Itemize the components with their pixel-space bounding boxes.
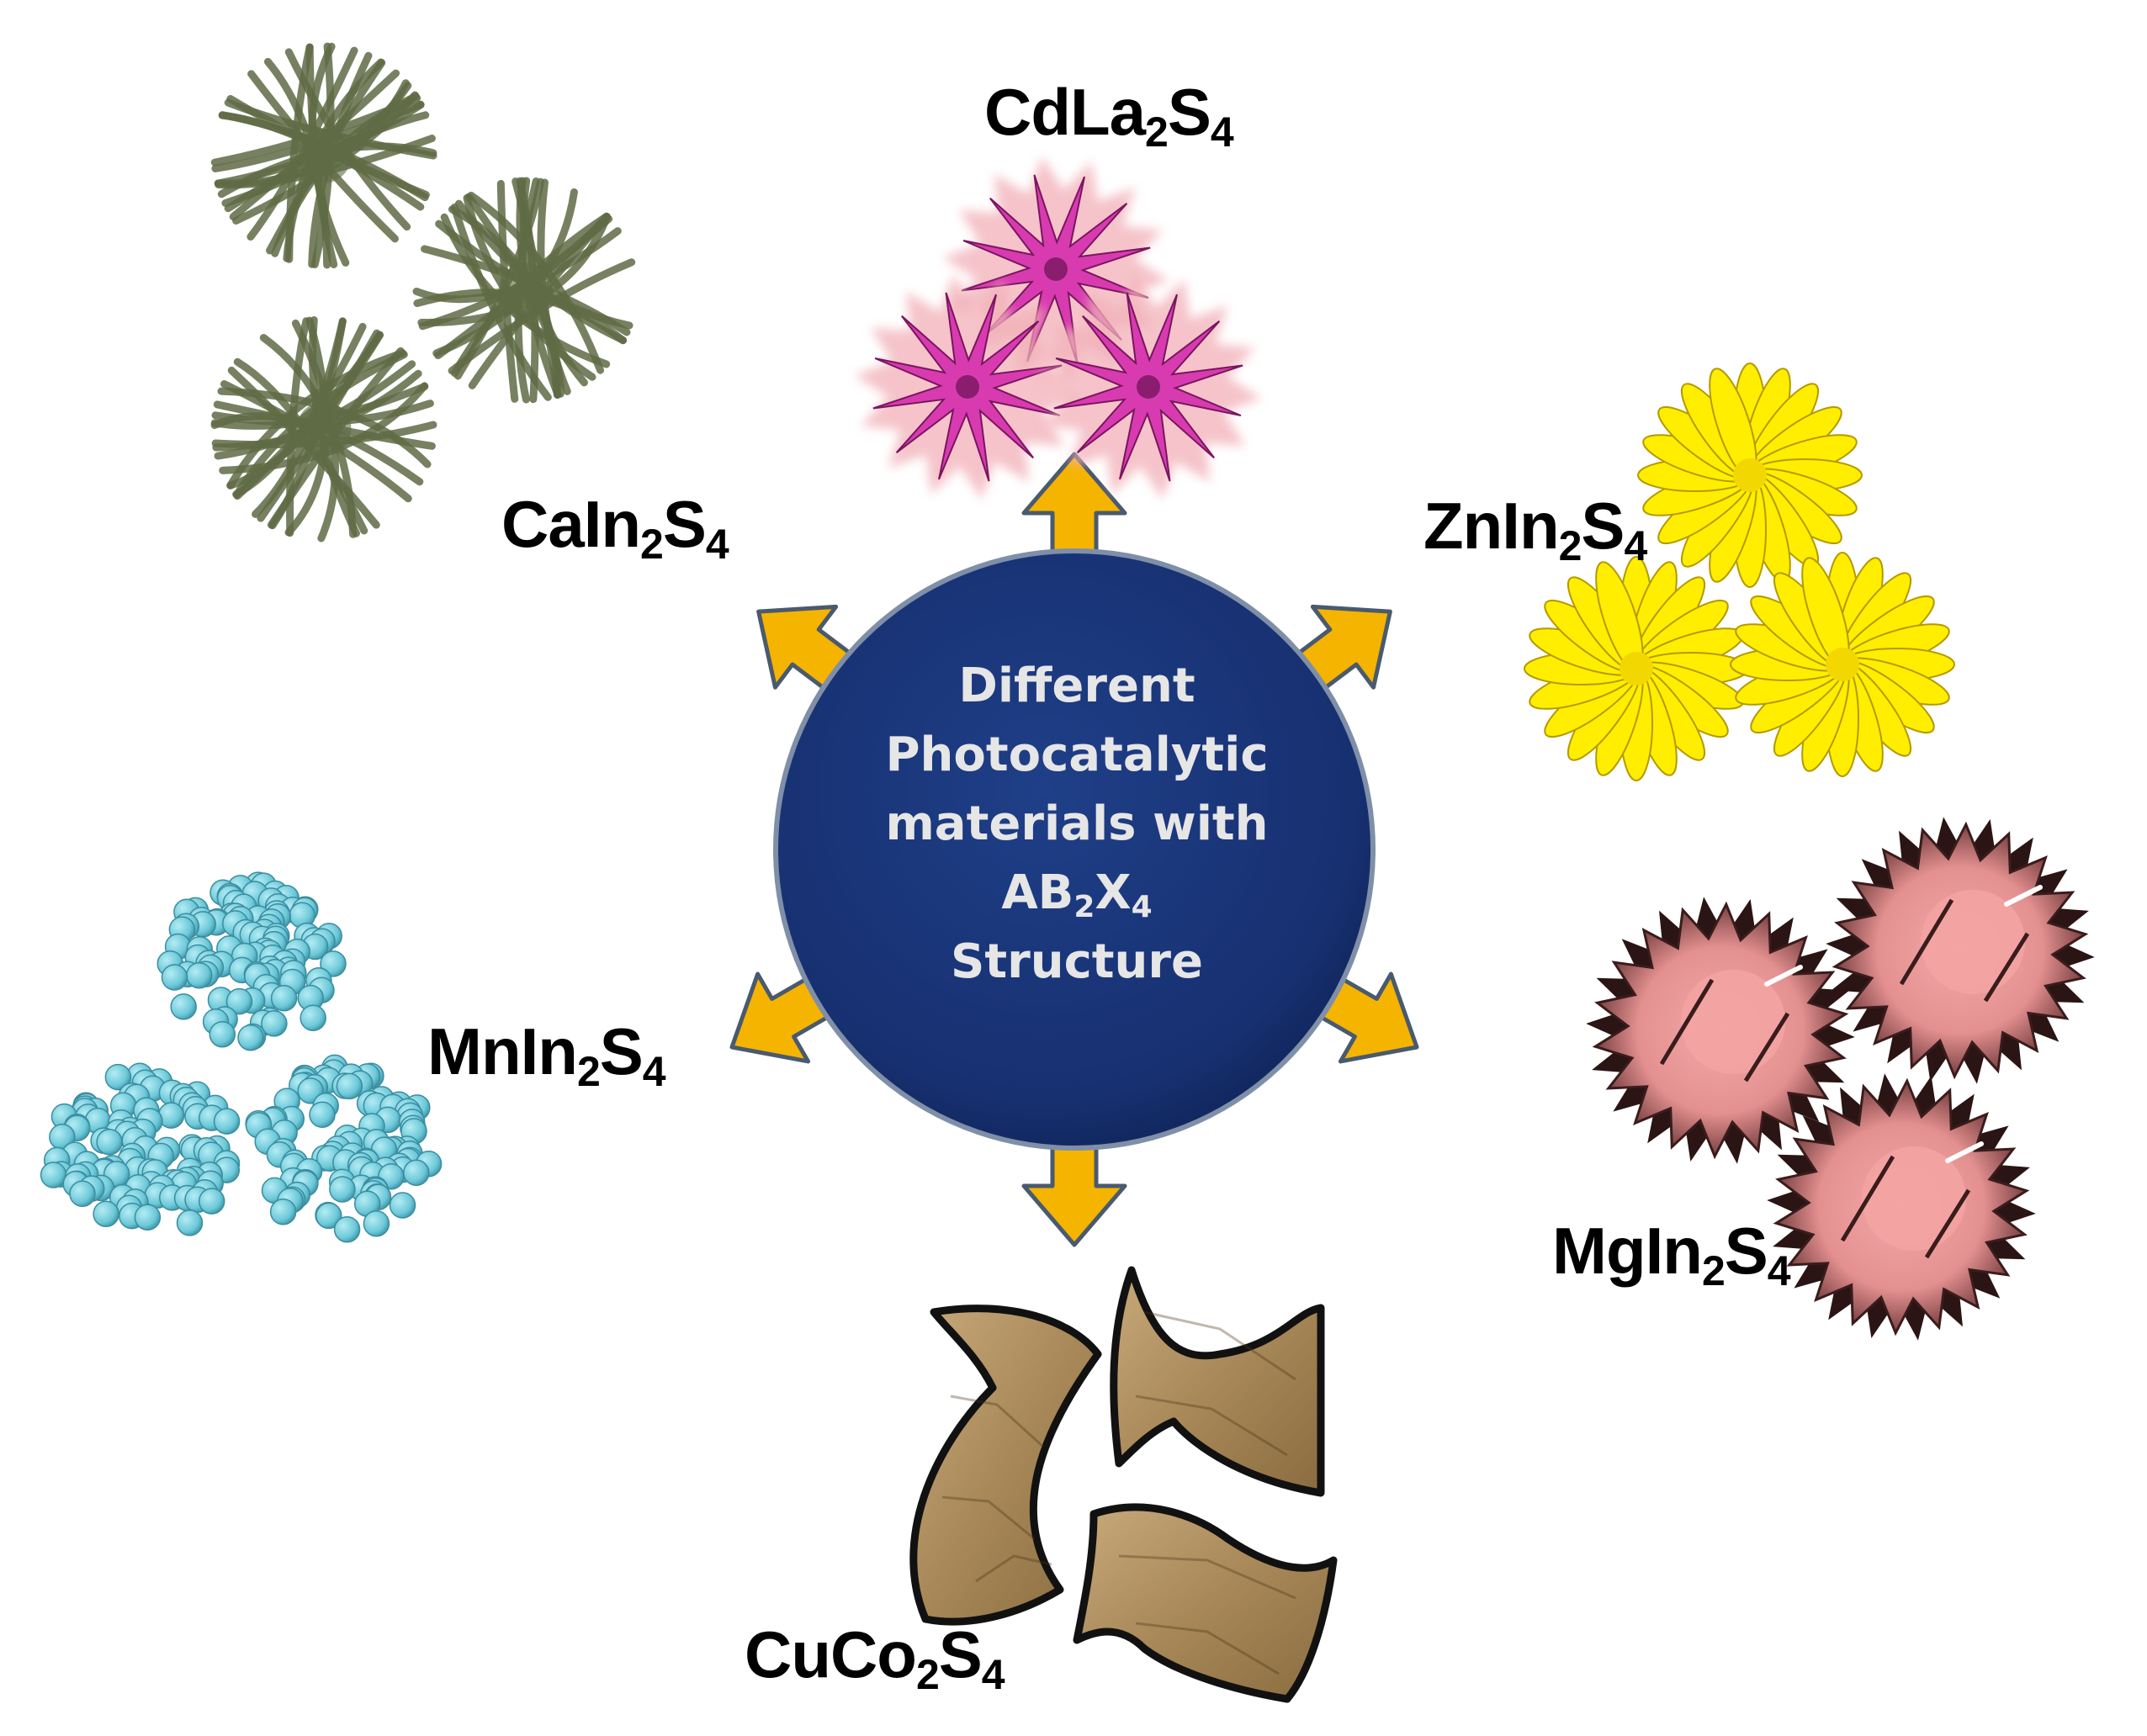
cdla2s4-particle-2	[854, 274, 1081, 500]
materials-art	[40, 42, 2095, 1703]
center-line-2: Photocatalytic	[885, 728, 1269, 782]
mnin2s4-cluster-1	[156, 871, 347, 1051]
center-title: Different Photocatalytic materials with …	[841, 652, 1312, 997]
cuco2s4-sheet-2	[1110, 1266, 1325, 1497]
label-znin2s4: ZnIn2S4	[1423, 489, 1647, 569]
mnin2s4-cluster-2	[40, 1062, 241, 1236]
mnin2s4-cluster-3	[245, 1054, 443, 1243]
cuco2s4-sheet-1	[909, 1305, 1102, 1626]
center-line-1: Different	[958, 659, 1195, 713]
cuco2s4-texture	[941, 1310, 1296, 1675]
label-cuco2s4: CuCo2S4	[745, 1617, 1005, 1698]
cuco2s4-sheet-3	[1073, 1503, 1338, 1703]
cain2s4-particle-2	[412, 177, 636, 404]
znin2s4-particle-3	[1730, 552, 1955, 777]
znin2s4-particle-1	[1637, 363, 1863, 588]
label-cain2s4: CaIn2S4	[501, 487, 729, 568]
mgin2s4-particle-2	[1826, 817, 2095, 1084]
label-mnin2s4: MnIn2S4	[427, 1014, 666, 1095]
cdla2s4-particle-3	[1035, 274, 1262, 500]
center-circle	[773, 548, 1376, 1151]
znin2s4-particle-2	[1524, 556, 1749, 781]
cain2s4-particle-1	[210, 42, 437, 269]
cain2s4-particle-3	[210, 316, 437, 542]
center-line-5: Structure	[950, 934, 1203, 989]
mgin2s4-particle-1	[1586, 897, 1855, 1164]
center-line-3: materials with	[885, 797, 1269, 851]
center-formula: AB2X4	[1001, 865, 1153, 924]
label-cdla2s4: CdLa2S4	[984, 75, 1234, 156]
label-mgin2s4: MgIn2S4	[1552, 1214, 1791, 1294]
mgin2s4-particle-3	[1767, 1073, 2036, 1341]
